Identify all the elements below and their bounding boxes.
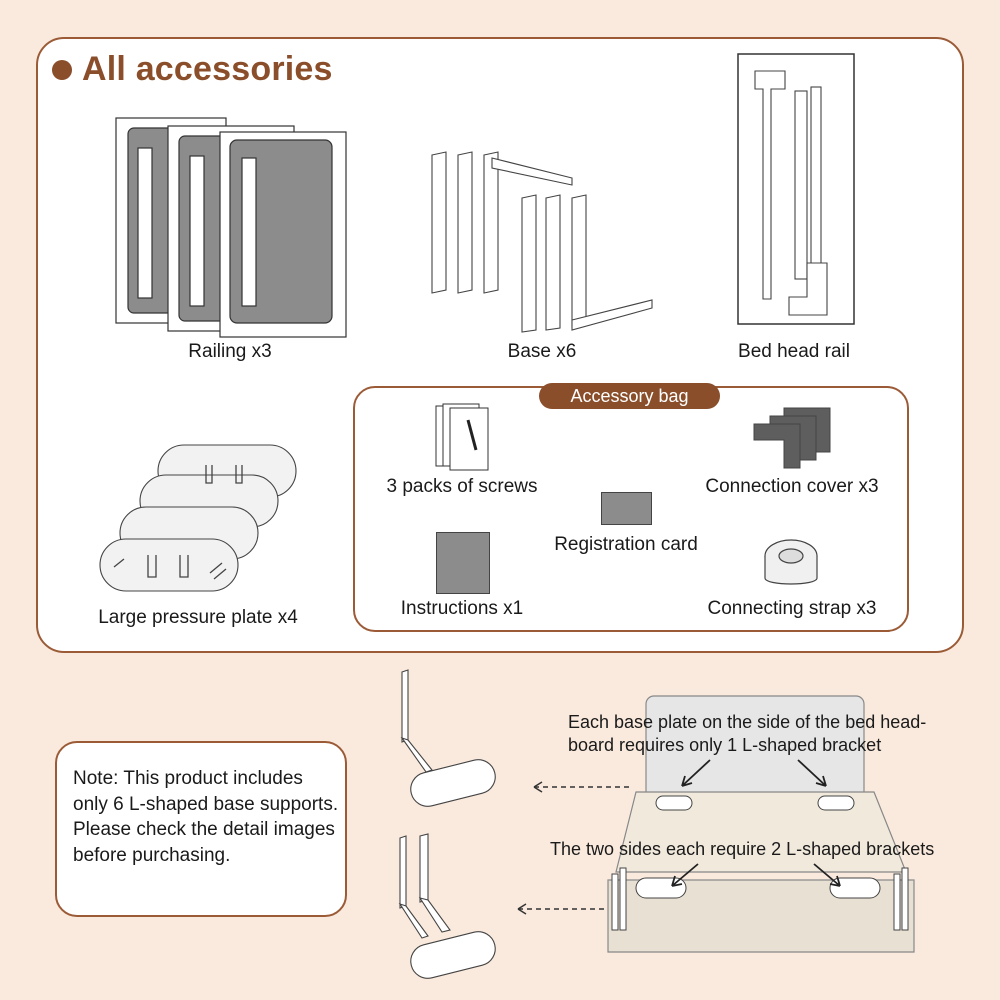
title-bullet — [52, 60, 72, 80]
instructions-icon — [436, 532, 490, 594]
connecting-strap-label: Connecting strap x3 — [707, 598, 877, 619]
registration-card-label: Registration card — [554, 534, 698, 555]
pressure-plate-illustration — [99, 444, 297, 592]
screws-label: 3 packs of screws — [386, 476, 538, 497]
registration-card-icon — [601, 492, 652, 525]
note-box — [55, 741, 347, 917]
bed-head-rail-illustration — [737, 53, 855, 325]
head-callout-line2: board requires only 1 L-shaped bracket — [568, 735, 882, 755]
sides-callout: The two sides each require 2 L-shaped br… — [550, 839, 935, 859]
dashed-arrow-icon — [533, 781, 632, 793]
bed-head-rail-label: Bed head rail — [738, 341, 850, 362]
pressure-plate-label: Large pressure plate x4 — [98, 607, 298, 628]
callout-arrow-icon — [671, 863, 841, 887]
page-title: All accessories — [82, 50, 333, 88]
railing-illustration — [115, 117, 347, 338]
dashed-arrow-icon — [517, 903, 604, 915]
connection-cover-label: Connection cover x3 — [705, 476, 879, 497]
callout-arrow-icon — [681, 759, 827, 787]
instructions-label: Instructions x1 — [400, 598, 524, 619]
railing-label: Railing x3 — [188, 341, 272, 362]
double-bracket-illustration — [398, 833, 496, 979]
bed-frame-diagram — [607, 695, 915, 953]
note-text: Note: This product includes only 6 L-sha… — [73, 768, 339, 866]
connecting-strap-icon — [764, 539, 818, 585]
head-callout-line1: Each base plate on the side of the bed h… — [568, 712, 927, 732]
base-illustration — [431, 151, 653, 333]
base-label: Base x6 — [507, 341, 577, 362]
screws-icon — [435, 403, 489, 471]
single-bracket-illustration — [400, 669, 496, 807]
connection-cover-icon — [753, 407, 831, 469]
accessory-bag-tag: Accessory bag — [539, 383, 720, 409]
